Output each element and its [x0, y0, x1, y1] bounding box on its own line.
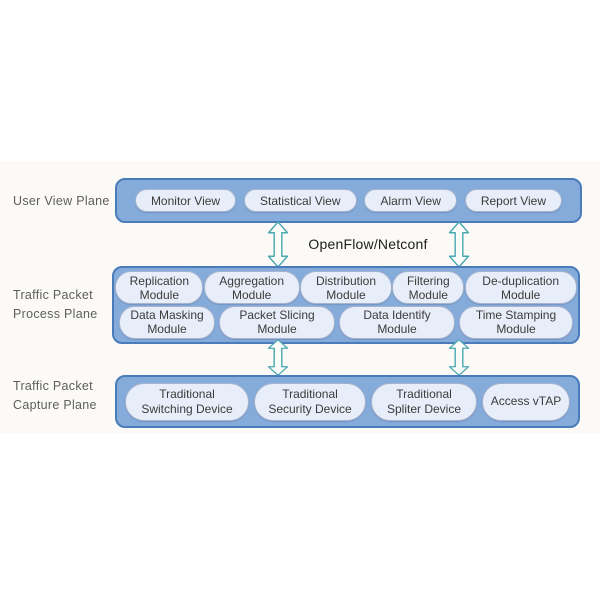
double-arrow-icon [267, 339, 289, 376]
plane-label-process: Traffic Packet Process Plane [13, 288, 98, 321]
module-pill-time-stamping: Time Stamping Module [459, 305, 573, 339]
user-view-plane-box: Monitor View Statistical View Alarm View… [115, 178, 582, 223]
module-pill-data-masking: Data Masking Module [119, 305, 215, 339]
module-pill-packet-slicing: Packet Slicing Module [219, 305, 335, 339]
capture-plane-box: Traditional Switching Device Traditional… [115, 375, 580, 428]
device-pill-switching: Traditional Switching Device [125, 382, 249, 421]
double-arrow-icon [448, 339, 470, 376]
process-plane-box: Replication Module Aggregation Module Di… [112, 266, 580, 344]
device-pill-spliter: Traditional Spliter Device [371, 382, 477, 421]
module-pill-distribution: Distribution Module [299, 271, 392, 305]
process-module-row: Replication Module Aggregation Module Di… [115, 271, 577, 305]
double-arrow-icon [267, 221, 289, 268]
view-pill-alarm: Alarm View [364, 189, 457, 212]
view-pill-monitor: Monitor View [134, 189, 237, 212]
module-pill-filtering: Filtering Module [392, 271, 465, 305]
plane-label-user-view: User View Plane [13, 194, 110, 208]
connector-protocol-label: OpenFlow/Netconf [308, 236, 428, 252]
plane-label-capture: Traffic Packet Capture Plane [13, 379, 97, 412]
view-pill-report: Report View [464, 189, 562, 212]
module-pill-aggregation: Aggregation Module [203, 271, 300, 305]
process-module-row: Data Masking Module Packet Slicing Modul… [115, 305, 577, 339]
module-pill-deduplication: De-duplication Module [464, 271, 577, 305]
double-arrow-icon [448, 221, 470, 268]
module-pill-replication: Replication Module [115, 271, 204, 305]
device-pill-access-vtap: Access vTAP [482, 382, 570, 421]
view-pill-statistical: Statistical View [244, 189, 357, 212]
device-pill-security: Traditional Security Device [254, 382, 366, 421]
module-pill-data-identify: Data Identify Module [339, 305, 455, 339]
